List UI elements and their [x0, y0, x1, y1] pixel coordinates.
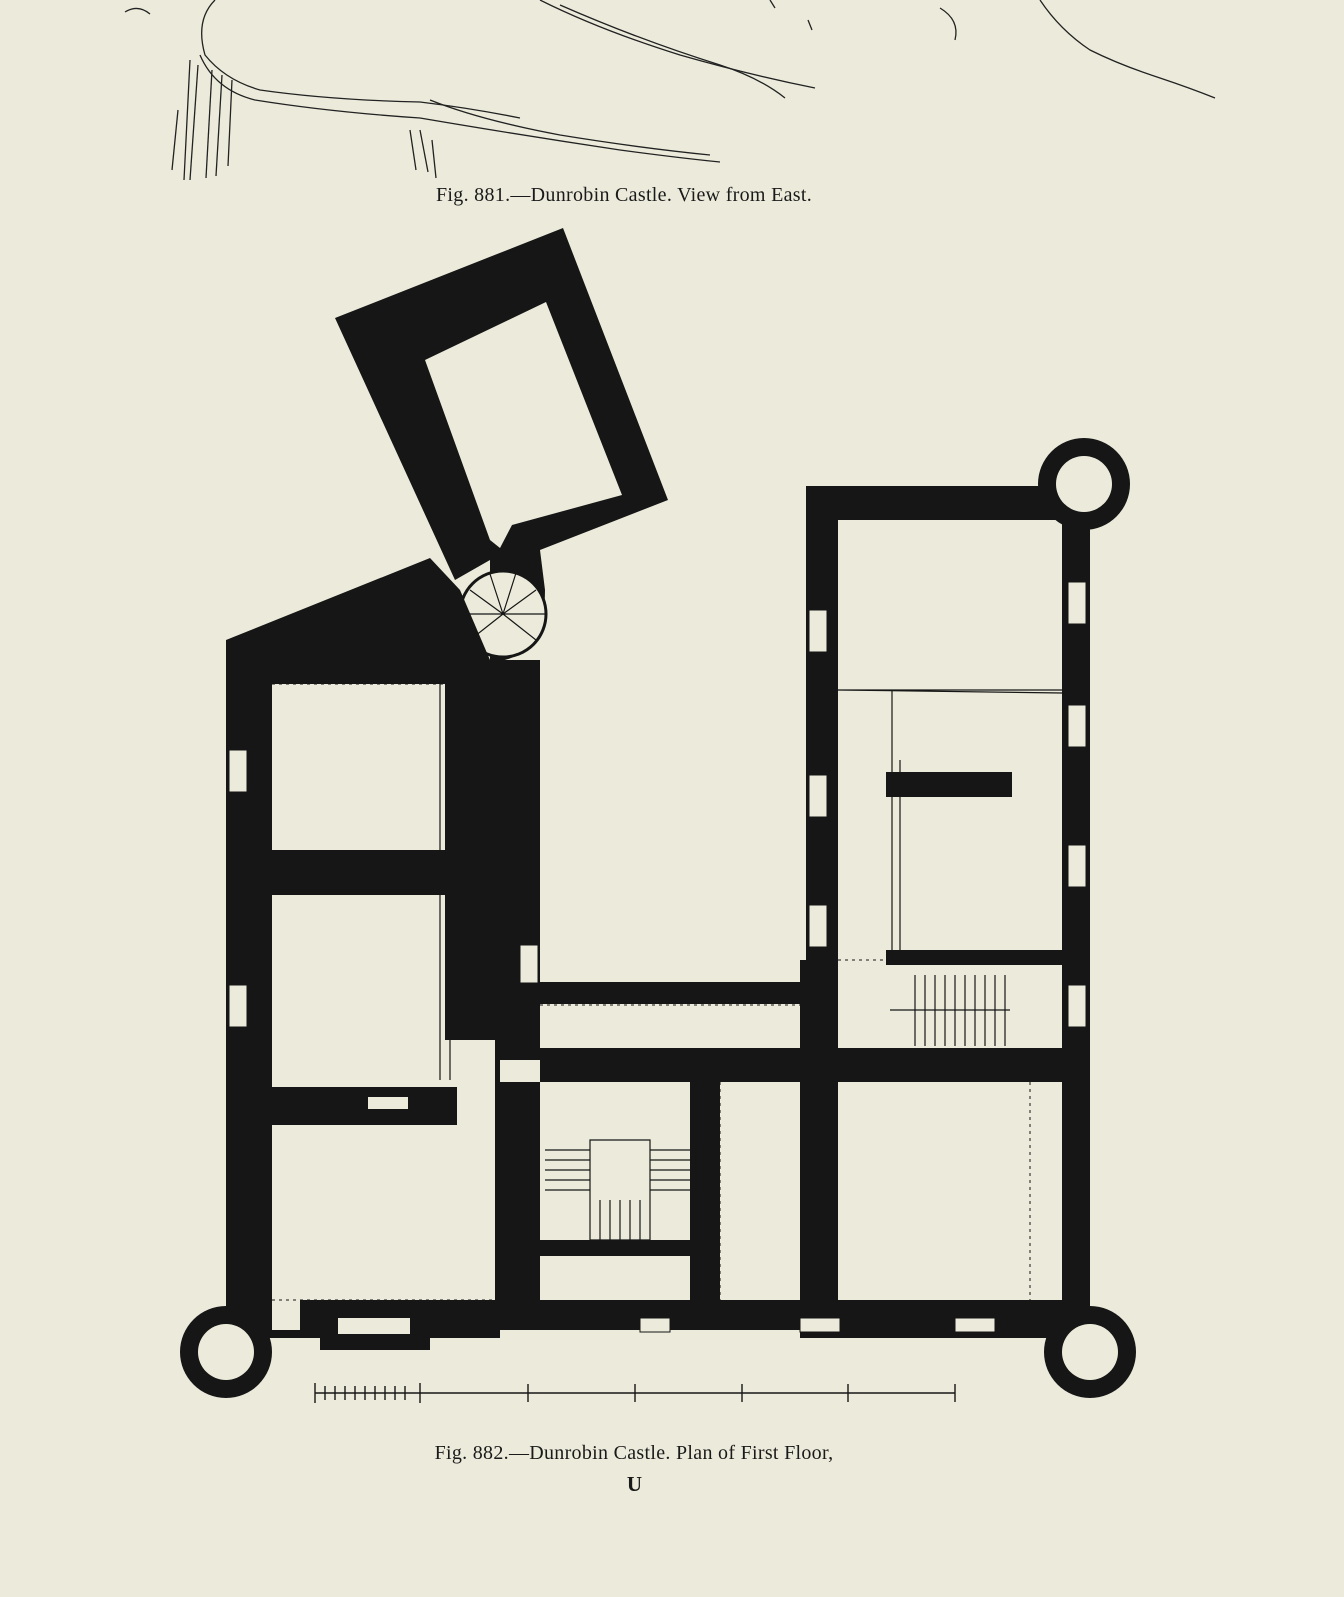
figure-882-caption: Fig. 882.—Dunrobin Castle. Plan of First…	[434, 1442, 834, 1464]
castle-view-sketch	[124, 0, 1216, 181]
scale-bar	[314, 1383, 956, 1403]
west-range-walls	[226, 558, 540, 1338]
signature-mark: U	[626, 1472, 643, 1496]
east-range-walls	[800, 486, 1090, 1338]
nw-tower-wing	[335, 228, 668, 662]
figure-881-caption: Fig. 881.—Dunrobin Castle. View from Eas…	[436, 184, 812, 206]
